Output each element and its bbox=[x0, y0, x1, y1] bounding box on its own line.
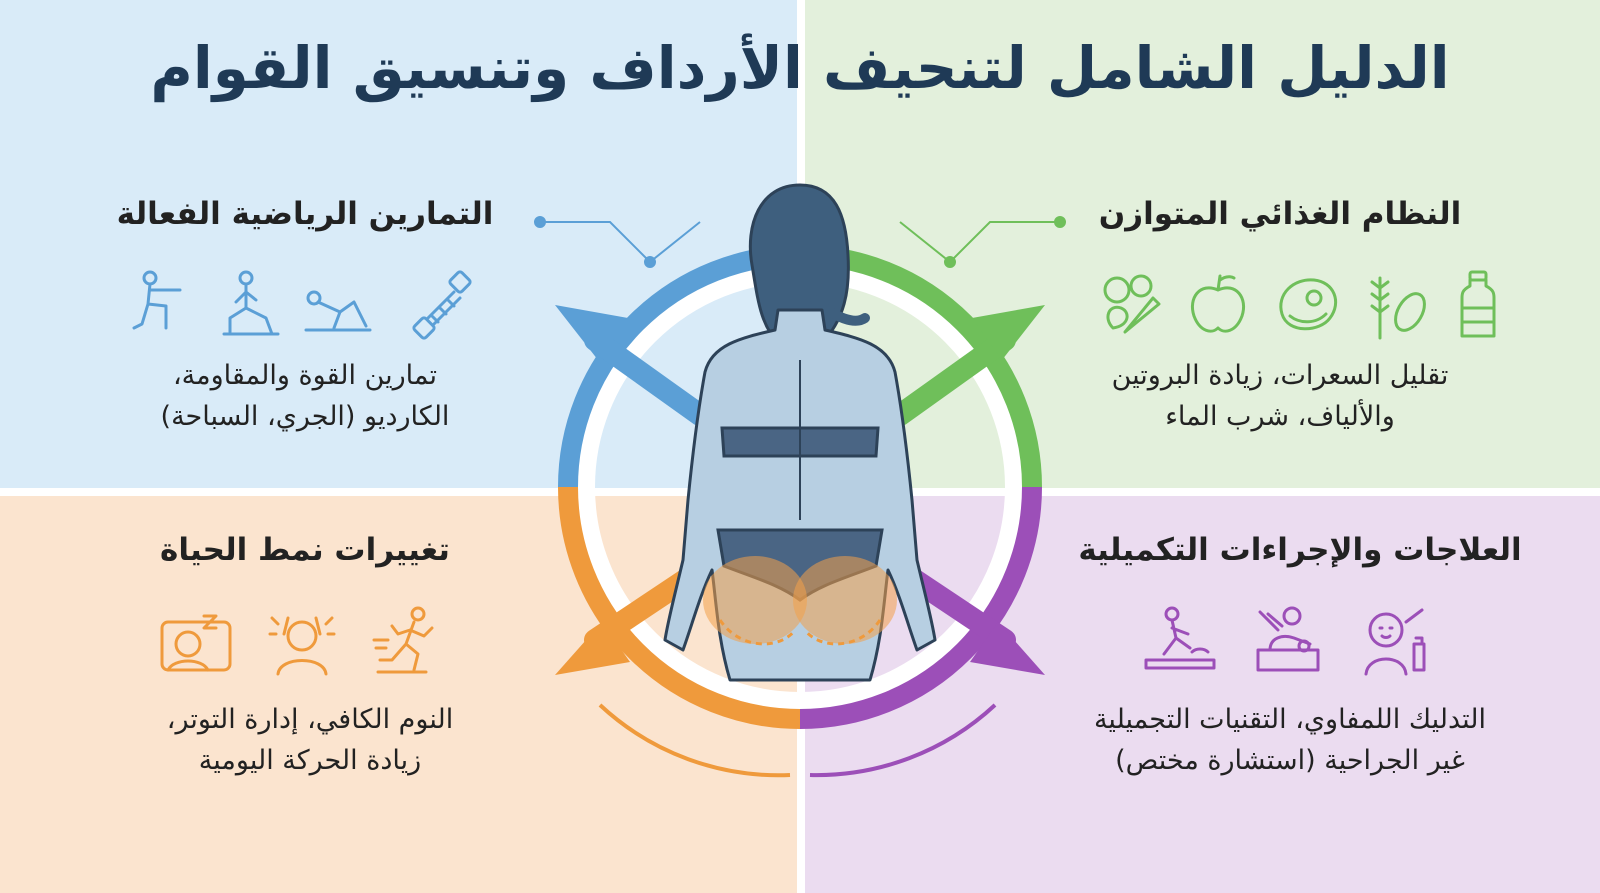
exercise-quadrant-background bbox=[0, 0, 797, 488]
treatments-outer-arc bbox=[809, 703, 997, 778]
glute-bridge-icon bbox=[300, 268, 376, 344]
diet-description-line-1: تقليل السعرات، زيادة البروتين bbox=[1111, 360, 1449, 391]
treatments-description-line-2: غير الجراحية (استشارة مختص) bbox=[1115, 744, 1465, 776]
exercise-arc bbox=[558, 245, 801, 488]
water-bottle-icon bbox=[1440, 268, 1516, 344]
diet-arrow bbox=[889, 305, 1045, 426]
squat-icon bbox=[120, 268, 196, 344]
exercise-description-line-2: الكارديو (الجري، السباحة) bbox=[160, 400, 450, 432]
exercise-arrow bbox=[555, 305, 711, 426]
lifestyle-arc bbox=[558, 486, 801, 729]
treatments-section-title: العلاجات والإجراءات التكميلية bbox=[1078, 532, 1522, 568]
lifestyle-description-line-2: زيادة الحركة اليومية bbox=[198, 744, 422, 776]
lifestyle-quadrant-background bbox=[0, 496, 797, 893]
lifestyle-description-line-1: النوم الكافي، إدارة التوتر، bbox=[166, 704, 454, 735]
treatments-description: التدليك اللمفاوي، التقنيات التجميلية غير… bbox=[1020, 700, 1560, 781]
exercise-description-line-1: تمارين القوة والمقاومة، bbox=[172, 360, 438, 391]
running-icon bbox=[370, 604, 446, 680]
diet-description-line-2: والألياف، شرب الماء bbox=[1165, 400, 1395, 432]
lifestyle-outer-arc bbox=[598, 703, 791, 778]
exercise-section-title: التمارين الرياضية الفعالة bbox=[116, 196, 494, 232]
lunge-icon bbox=[210, 268, 286, 344]
stress-icon bbox=[264, 604, 340, 680]
facial-device-icon bbox=[1356, 604, 1432, 680]
vegetables-icon bbox=[1095, 268, 1171, 344]
lifestyle-section-title: تغييرات نمط الحياة bbox=[160, 532, 450, 568]
exercise-description: تمارين القوة والمقاومة، الكارديو (الجري،… bbox=[80, 356, 530, 437]
grains-icon bbox=[1358, 268, 1434, 344]
steak-icon bbox=[1270, 268, 1346, 344]
diet-quadrant-background bbox=[805, 0, 1600, 488]
page-title: الدليل الشامل لتنحيف الأرداف وتنسيق القو… bbox=[150, 34, 1450, 102]
exercise-connector-line bbox=[534, 216, 701, 268]
diet-connector-line bbox=[899, 216, 1066, 268]
massage-icon bbox=[1142, 604, 1218, 680]
diet-section-title: النظام الغذائي المتوازن bbox=[1098, 196, 1462, 232]
body-treatment-icon bbox=[1248, 604, 1324, 680]
woman-figure-illustration bbox=[663, 183, 937, 682]
treatments-arc bbox=[799, 486, 1042, 729]
diet-arc bbox=[799, 245, 1042, 488]
treatments-description-line-1: التدليك اللمفاوي، التقنيات التجميلية bbox=[1093, 704, 1487, 735]
lifestyle-description: النوم الكافي، إدارة التوتر، زيادة الحركة… bbox=[90, 700, 530, 781]
fruits-icon bbox=[1180, 268, 1256, 344]
treatments-quadrant-background bbox=[805, 496, 1600, 893]
diet-description: تقليل السعرات، زيادة البروتين والألياف، … bbox=[1040, 356, 1520, 437]
sleep-icon bbox=[158, 604, 234, 680]
resistance-band-icon bbox=[404, 268, 480, 344]
